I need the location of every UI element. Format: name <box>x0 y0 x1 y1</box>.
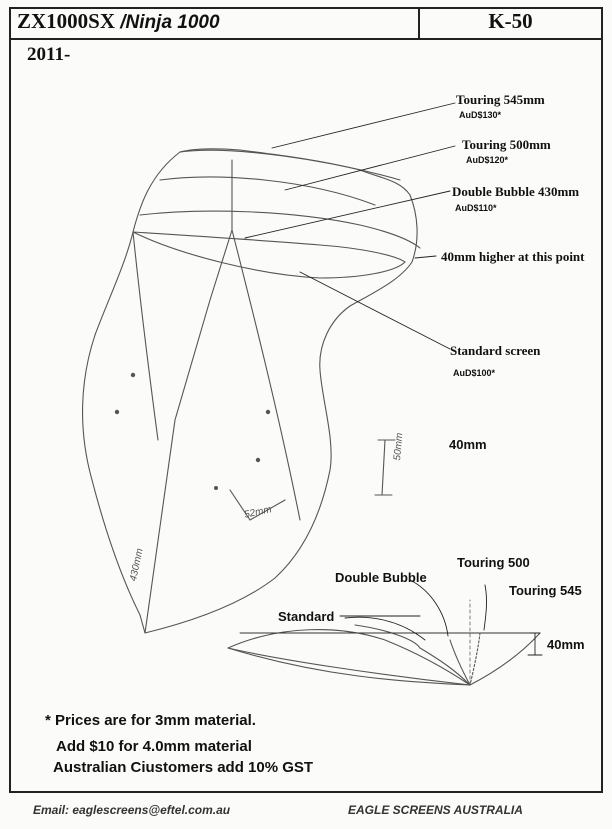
profile-db <box>419 647 471 686</box>
price-standard-screen: AuD$100* <box>453 368 496 378</box>
price-double-bubble: AuD$110* <box>455 203 497 213</box>
product-code: K-50 <box>488 9 533 33</box>
profile-body <box>227 629 471 686</box>
double-bubble-top <box>139 210 421 249</box>
header-column-divider <box>418 7 420 38</box>
profile-t545 <box>469 632 541 686</box>
profile-t500-top <box>469 632 481 686</box>
profile-view <box>227 579 543 686</box>
price-touring-545: AuD$130* <box>459 110 502 120</box>
option-40mm-higher: 40mm higher at this point <box>441 249 585 264</box>
screen-outline <box>81 148 418 634</box>
side-crease <box>132 231 159 441</box>
profile-label-touring-545: Touring 545 <box>509 583 582 598</box>
profile-label-standard: Standard <box>278 609 335 624</box>
standard-edge <box>132 231 406 279</box>
option-standard-screen: Standard screen <box>450 343 541 358</box>
model-name: /Ninja 1000 <box>120 12 220 33</box>
note-gst: Australian Ciustomers add 10% GST <box>53 759 314 776</box>
touring-545-top <box>179 149 401 181</box>
header-divider <box>9 38 603 40</box>
profile-lower <box>227 647 471 686</box>
mounting-holes <box>114 372 271 490</box>
option-double-bubble: Double Bubble 430mm <box>452 184 580 199</box>
model-year: 2011- <box>27 44 71 65</box>
price-touring-500: AuD$120* <box>466 155 509 165</box>
note-material: Add $10 for 4.0mm material <box>56 738 252 755</box>
profile-dimension-label: 40mm <box>547 637 585 652</box>
leader-lines <box>244 102 456 350</box>
profile-label-double-bubble: Double Bubble <box>335 570 427 585</box>
footer-email[interactable]: Email: eaglescreens@eftel.com.au <box>33 803 231 817</box>
centre-line <box>144 159 233 634</box>
option-touring-500: Touring 500mm <box>462 137 551 152</box>
footer-company: EAGLE SCREENS AUSTRALIA <box>348 803 523 817</box>
model-code: ZX1000SX <box>17 9 116 33</box>
side-dimension-label: 40mm <box>449 437 487 452</box>
profile-label-touring-500: Touring 500 <box>457 555 530 570</box>
profile-standard <box>354 624 421 649</box>
side-dimension <box>374 439 396 496</box>
option-touring-545: Touring 545mm <box>456 92 545 107</box>
side-crease-2 <box>231 229 301 521</box>
hole-dimension <box>229 489 286 521</box>
note-prices: * Prices are for 3mm material. <box>45 712 256 729</box>
touring-500-top <box>159 176 376 206</box>
profile-t500 <box>449 639 471 686</box>
sheet-frame <box>9 7 603 793</box>
model-title: ZX1000SX /Ninja 1000 <box>17 9 220 34</box>
